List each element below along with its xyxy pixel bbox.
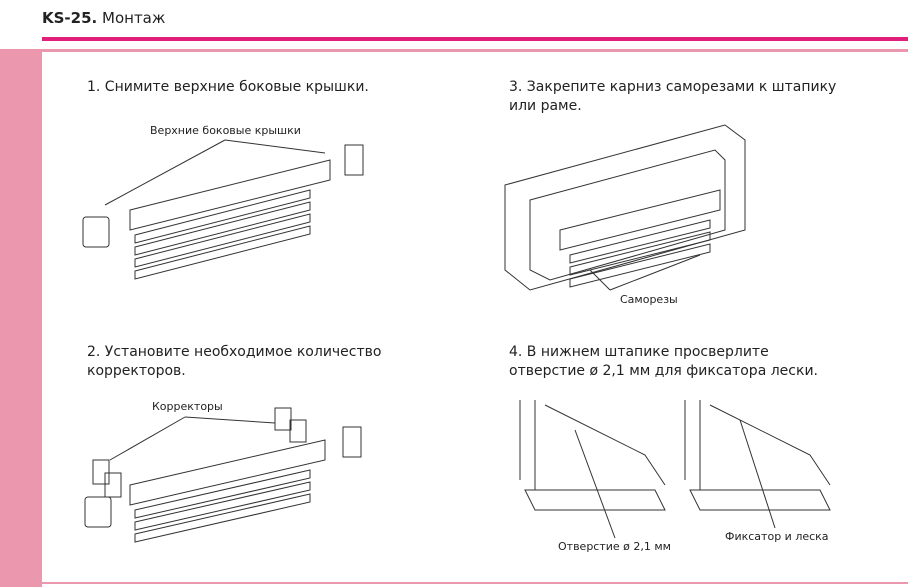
illustration-correctors [84,407,362,543]
product-code: KS-25. [42,9,98,27]
pink-rule [0,49,908,52]
step-4-label-hole: Отверстие ø 2,1 мм [558,540,671,553]
step-4-text: 4. В нижнем штапике просверлите отверсти… [509,344,818,379]
step-1-text: 1. Снимите верхние боковые крышки. [87,79,369,95]
step-2-text: 2. Установите необходимое количество кор… [87,344,382,379]
illustration-side-caps [82,139,364,280]
step-1-label: Верхние боковые крышки [150,124,301,137]
page-title: Монтаж [102,9,166,27]
page-header: KS-25. Монтаж [42,9,165,27]
step-2-label: Корректоры [152,400,223,413]
header-rule [42,37,908,41]
step-3-text: 3. Закрепите карниз саморезами к штапику… [509,79,837,114]
footer-rule [42,582,908,584]
step-3-label: Саморезы [620,293,678,306]
illustration-window-mount [504,124,746,291]
side-bar [0,49,42,587]
illustration-drill-hole [519,400,831,539]
step-4-label-fixer: Фиксатор и леска [725,530,829,543]
